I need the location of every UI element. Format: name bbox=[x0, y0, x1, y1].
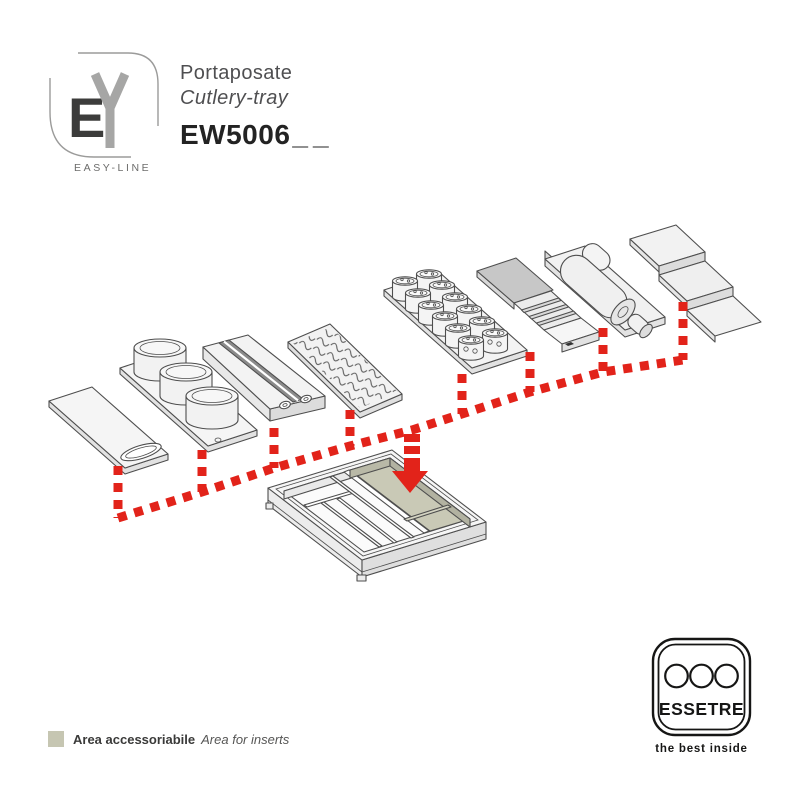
essetre-circle-icon bbox=[689, 663, 714, 689]
product-name-it: Portaposate bbox=[180, 62, 293, 84]
product-name-en: Cutlery-tray bbox=[180, 87, 289, 109]
logo-corner-arc-top bbox=[78, 52, 159, 126]
container-3 bbox=[185, 386, 239, 430]
essetre-circle-icon bbox=[664, 663, 689, 689]
legend-label-en: Area for inserts bbox=[201, 731, 290, 747]
cutlery-tray bbox=[265, 449, 487, 582]
essetre-circle-icon bbox=[714, 663, 739, 689]
essetre-logo: ESSETRE the best inside bbox=[651, 637, 752, 755]
long-divider bbox=[320, 501, 383, 548]
product-code-suffix: __ bbox=[292, 119, 334, 150]
wavy-trivet-insert bbox=[287, 323, 403, 419]
product-code-line: EW5006__ bbox=[180, 119, 334, 151]
easy-line-label: EASY-LINE bbox=[74, 162, 152, 174]
film-dispenser-insert bbox=[202, 334, 326, 422]
logo-letter-y-glyph bbox=[90, 72, 130, 148]
essetre-tagline: the best inside bbox=[655, 743, 748, 755]
product-code: EW5006 bbox=[180, 119, 291, 150]
round-containers-insert bbox=[119, 338, 258, 453]
logo-corner-arc-bottom bbox=[49, 78, 131, 158]
essetre-outer-frame bbox=[651, 637, 752, 737]
legend: Area accessoriabile Area for inserts bbox=[48, 731, 289, 747]
long-divider bbox=[336, 497, 398, 544]
essetre-wordmark: ESSETRE bbox=[659, 699, 744, 719]
roll-holder-insert bbox=[544, 243, 666, 339]
flat-board-insert bbox=[48, 386, 169, 475]
long-divider bbox=[329, 475, 415, 539]
legend-label-it: Area accessoriabile bbox=[73, 731, 196, 747]
insert-arrow bbox=[392, 434, 428, 493]
insert-area-swatch bbox=[48, 731, 64, 747]
red-connector-lines bbox=[113, 302, 688, 523]
product-title-block: Portaposate Cutlery-tray EW5006__ bbox=[180, 62, 334, 151]
spice-jars-insert bbox=[383, 269, 528, 375]
essetre-inner-frame bbox=[657, 643, 746, 731]
spice-jars bbox=[391, 269, 509, 361]
stepped-shelf-insert bbox=[629, 224, 762, 343]
knife-block-insert bbox=[476, 257, 600, 353]
easy-line-logo: E bbox=[49, 52, 159, 158]
logo-letter-e: E bbox=[68, 86, 105, 149]
